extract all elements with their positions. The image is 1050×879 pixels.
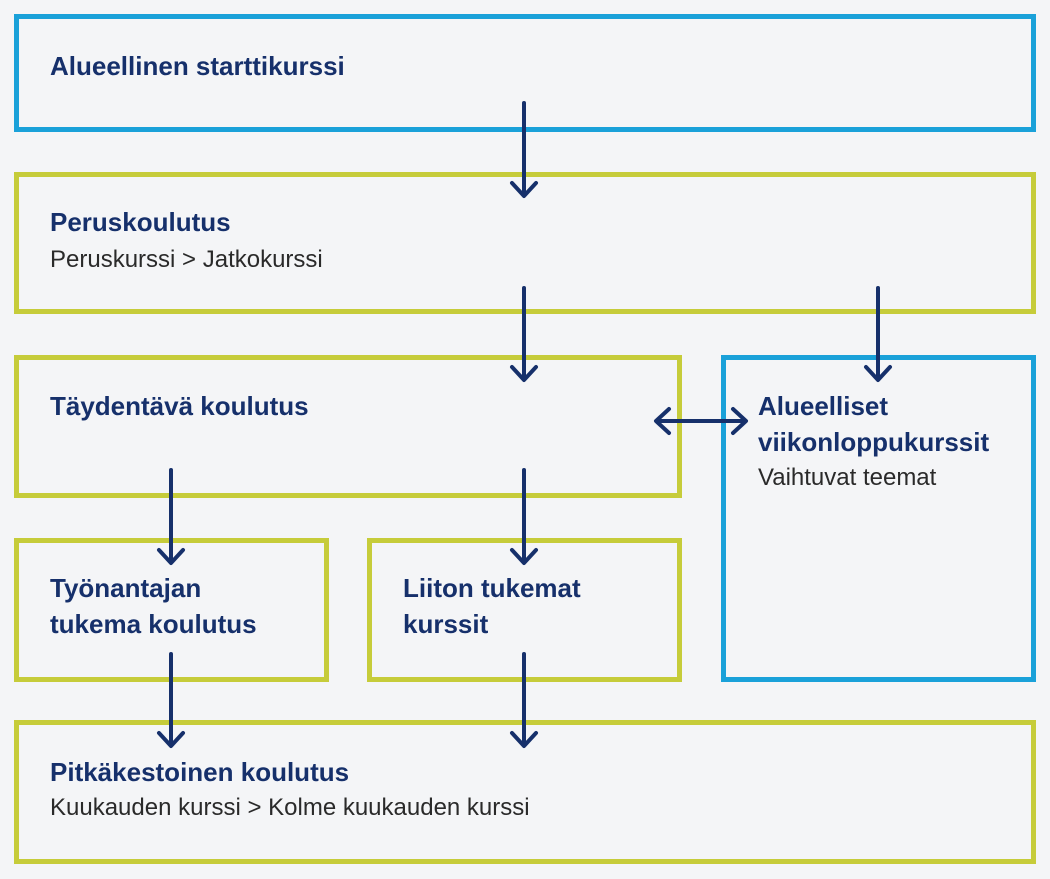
taydentava-title: Täydentävä koulutus (50, 391, 309, 421)
box-taydentava (14, 355, 682, 498)
peruskoulutus-title: Peruskoulutus (50, 207, 231, 237)
tyonantaja-title-line2: tukema koulutus (50, 609, 257, 639)
box-peruskoulutus (14, 172, 1036, 314)
viikonloppukurssit-title-line2: viikonloppukurssit (758, 427, 990, 457)
pitkakestoinen-subtitle: Kuukauden kurssi > Kolme kuukauden kurss… (50, 794, 530, 821)
liitto-title-line1: Liiton tukemat (403, 573, 581, 603)
pitkakestoinen-title: Pitkäkestoinen koulutus (50, 757, 350, 787)
viikonloppukurssit-title-line1: Alueelliset (758, 391, 889, 421)
peruskoulutus-subtitle: Peruskurssi > Jatkokurssi (50, 246, 323, 273)
starttikurssi-title: Alueellinen starttikurssi (50, 51, 345, 81)
tyonantaja-title-line1: Työnantajan (50, 573, 202, 603)
liitto-title-line2: kurssit (403, 609, 489, 639)
viikonloppukurssit-subtitle: Vaihtuvat teemat (758, 464, 937, 491)
